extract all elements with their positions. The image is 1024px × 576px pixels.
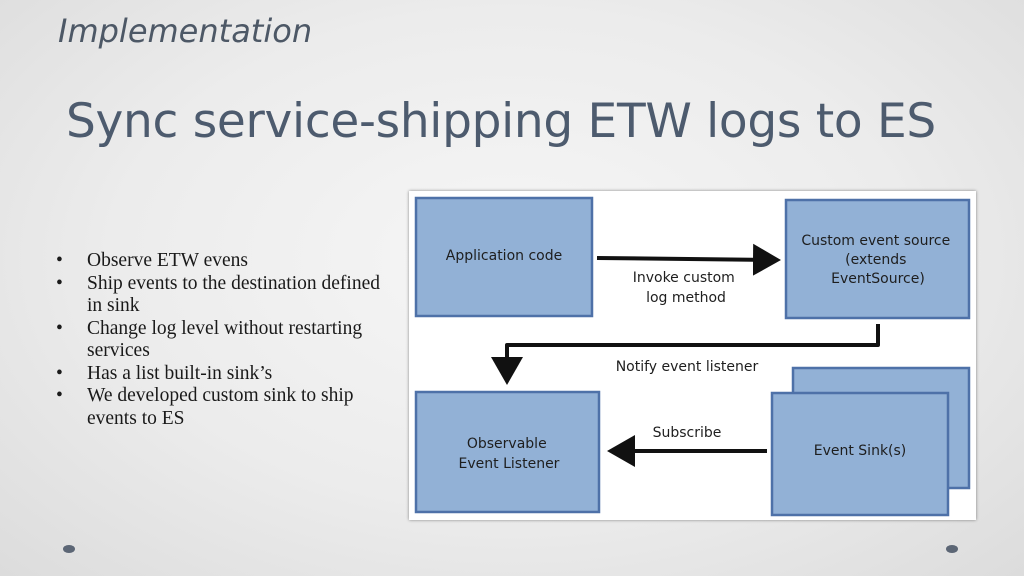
bullet-item: • We developed custom sink to ship events… — [56, 385, 386, 430]
custom-event-source-box — [784, 198, 971, 320]
custom-source-line-2: (extends — [845, 252, 906, 268]
observable-listener-box — [414, 390, 601, 514]
bullet-marker: • — [56, 385, 63, 406]
listener-line-1: Observable — [467, 436, 547, 452]
architecture-diagram: Application code Custom event source (ex… — [409, 191, 976, 520]
section-label: Implementation — [58, 12, 313, 50]
diagram-canvas: Application code Custom event source (ex… — [414, 196, 971, 517]
bullet-text: We developed custom sink to ship events … — [87, 385, 354, 429]
svg-text:Invoke custom log method: Invoke custom log method — [633, 270, 740, 306]
bullet-list: • Observe ETW evens • Ship events to the d… — [56, 250, 386, 430]
bullet-text: Has a list built-in sink’s — [87, 362, 273, 384]
bullet-item: • Ship events to the destination defined … — [56, 273, 386, 318]
listener-line-2: Event Listener — [459, 456, 560, 472]
event-sinks-label: Event Sink(s) — [814, 443, 907, 459]
svg-text:Custom event source (ext: Custom event source (extends EventSource… — [801, 233, 954, 287]
bullet-marker: • — [56, 250, 63, 271]
invoke-label-line-1: Invoke custom — [633, 270, 735, 286]
notify-label: Notify event listener — [616, 359, 759, 375]
custom-source-line-3: EventSource) — [831, 271, 925, 287]
custom-source-line-1: Custom event source — [801, 233, 950, 249]
svg-text:Application code: Application code — [446, 248, 562, 264]
invoke-label-line-2: log method — [646, 290, 726, 306]
svg-text:Subscribe: Subscribe — [653, 425, 722, 441]
bullet-text: Observe ETW evens — [87, 250, 248, 271]
svg-text:Notify event listener: Notify event listener — [616, 359, 759, 375]
svg-text:Event Sink(s): Event Sink(s) — [814, 443, 907, 459]
bullet-item: • Observe ETW evens — [56, 250, 386, 273]
slide-title: Sync service-shipping ETW logs to ES — [66, 94, 936, 149]
bullet-text: Change log level without restarting serv… — [87, 317, 363, 362]
bullet-marker: • — [56, 362, 63, 384]
corner-dot-right — [946, 545, 958, 553]
bullet-marker: • — [56, 272, 63, 294]
bullet-marker: • — [56, 317, 63, 339]
event-sink-front-box — [770, 391, 950, 517]
application-code-box — [414, 196, 594, 318]
notify-arrow — [491, 324, 880, 385]
application-code-label: Application code — [446, 248, 562, 264]
bullet-item: • Has a list built-in sink’s — [56, 363, 386, 386]
bullet-item: • Change log level without restarting ser… — [56, 318, 386, 363]
corner-dot-left — [63, 545, 75, 553]
subscribe-label: Subscribe — [653, 425, 722, 441]
invoke-arrow — [596, 243, 781, 276]
svg-text:Observable Event Listene: Observable Event Listener — [459, 436, 560, 472]
bullet-text: Ship events to the destination defined i… — [87, 272, 380, 317]
